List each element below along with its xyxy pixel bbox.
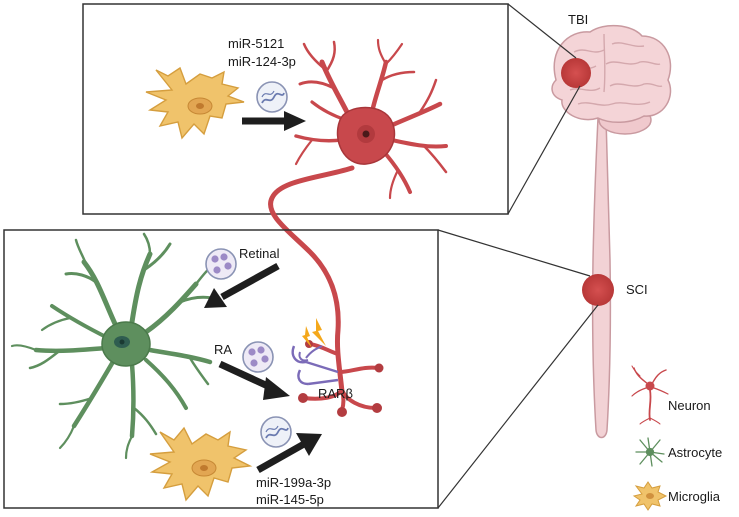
- exosome-top: [256, 81, 288, 113]
- arrow-retinal: [204, 262, 280, 308]
- legend: Neuron Astrocyte Microglia: [631, 365, 722, 511]
- retinal-vesicle: [205, 248, 237, 280]
- exosome-bottom: [260, 416, 292, 448]
- microglia-icon: [632, 481, 668, 511]
- legend-neuron-label: Neuron: [668, 398, 711, 413]
- mir-bottom-2: miR-145-5p: [256, 492, 324, 507]
- rar-beta-receptor: [291, 345, 339, 386]
- astrocyte-icon: [635, 437, 665, 467]
- mir-top-2: miR-124-3p: [228, 54, 296, 69]
- retinal-label: Retinal: [239, 246, 280, 261]
- legend-astrocyte-label: Astrocyte: [668, 445, 722, 460]
- rarb-label: RARβ: [318, 386, 353, 401]
- microglia-bottom: [149, 426, 253, 502]
- astrocyte-bottom: [10, 232, 220, 460]
- ra-label: RA: [214, 342, 232, 357]
- zoom-lines: [437, 3, 599, 509]
- tbi-injury-site: [561, 58, 591, 88]
- microglia-top: [145, 66, 245, 140]
- ra-vesicle: [242, 341, 274, 373]
- brain-spinal-cord: [551, 24, 672, 439]
- mir-bottom-1: miR-199a-3p: [256, 475, 331, 490]
- lightning-icon: [302, 318, 326, 348]
- neuron-icon: [631, 365, 669, 425]
- tbi-label: TBI: [568, 12, 588, 27]
- arrow-top: [242, 111, 306, 131]
- sci-injury-site: [582, 274, 614, 306]
- arrow-bottom: [256, 433, 322, 474]
- arrow-ra: [218, 360, 290, 400]
- neuron-main: [268, 38, 448, 417]
- mir-top-1: miR-5121: [228, 36, 284, 51]
- sci-panel: [3, 229, 439, 509]
- legend-microglia-label: Microglia: [668, 489, 721, 504]
- sci-label: SCI: [626, 282, 648, 297]
- brain-folds: [565, 33, 663, 106]
